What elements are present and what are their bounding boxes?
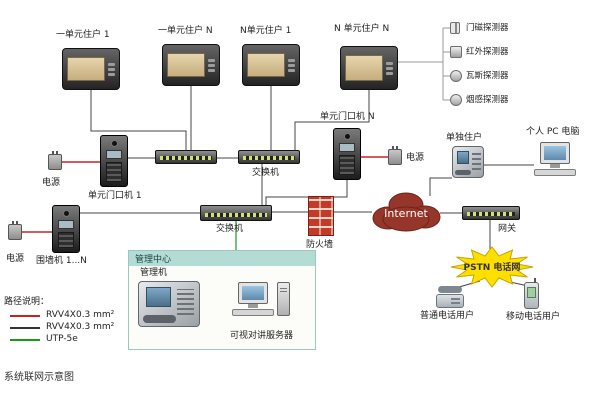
monitor-screen [67,56,105,82]
label-resident-1-n: 一单元住户 N [158,26,213,36]
handset-icon [438,286,462,294]
door-station-keypad [339,155,355,175]
label-phone-user: 普通电话用户 [420,311,475,321]
indoor-monitor-n-n [340,46,398,90]
legend-label-0: RVV4X0.3 mm² [46,310,115,320]
handset-icon [454,169,472,176]
camera-icon [62,210,70,217]
label-power-wall: 电源 [6,254,25,264]
pc-stand-icon [550,164,560,168]
indoor-monitor-1-n [162,44,220,86]
monitor-buttons [208,58,215,72]
door-station-screen [339,143,355,152]
legend-swatch-black [10,327,40,329]
monitor-screen [345,54,383,82]
management-console [138,281,200,327]
mobile-phone-icon [524,278,539,309]
legend-label-1: RVV4X0.3 mm² [46,322,115,332]
intercom-server [232,282,290,328]
indoor-monitor-n-1 [242,44,300,86]
label-sensor-ir: 红外探测器 [466,47,509,57]
pc-monitor-icon [540,142,570,164]
label-power-left: 电源 [42,178,61,188]
power-plug-icon [388,146,402,165]
telephone-body [436,294,464,308]
videophone-screen [456,150,470,165]
label-gateway: 网关 [498,224,517,234]
door-station-screen [58,220,74,229]
internet-label: Internet [384,207,428,220]
pstn-label: PSTN 电话网 [464,261,521,273]
label-switch-b: 交换机 [252,168,280,178]
handset-icon [142,315,176,324]
switch-main [200,205,272,221]
label-single-resident: 单独住户 [446,133,483,143]
smoke-sensor-icon [450,94,462,106]
legend-title: 路径说明： [4,297,50,307]
camera-icon [110,140,118,147]
door-station-keypad [106,162,122,182]
server-keyboard-icon [232,309,274,316]
label-switch-main: 交换机 [216,224,244,234]
switch-b [238,150,300,164]
server-stand-icon [248,304,258,308]
legend-swatch-red [10,315,40,317]
label-personal-pc: 个人 PC 电脑 [526,127,580,137]
label-sensor-door: 门磁探测器 [466,23,509,33]
pstn-burst: PSTN 电话网 [450,246,534,288]
label-wall-station: 围墙机 1...N [36,256,87,266]
console-screen [146,287,172,308]
label-resident-n-n: N 单元住户 N [334,24,390,34]
label-door-station-n: 单元门口机 N [320,112,375,122]
telephone-icon [436,286,464,308]
diagram-title: 系统联网示意图 [4,372,74,383]
label-power-right: 电源 [406,153,425,163]
label-resident-n-1: N单元住户 1 [240,26,292,36]
personal-pc [534,142,584,182]
firewall-icon [308,196,334,236]
door-station-screen [106,150,122,159]
monitor-buttons [386,61,393,75]
infrared-sensor-icon [450,46,462,58]
indoor-monitor-1-1 [62,48,120,90]
power-plug-icon [48,151,62,170]
label-firewall: 防火墙 [306,240,334,250]
legend-swatch-green [10,339,40,341]
label-sensor-smoke: 烟感探测器 [466,95,509,105]
monitor-buttons [108,62,115,76]
internet-cloud: Internet [372,192,441,232]
legend-label-2: UTP-5e [46,334,78,344]
label-intercom-server: 可视对讲服务器 [230,331,294,341]
pc-keyboard-icon [534,169,576,176]
label-mgmt-machine: 管理机 [140,268,168,278]
power-plug-icon [8,221,22,240]
label-door-station-1: 单元门口机 1 [88,191,142,201]
server-monitor-icon [238,282,268,304]
monitor-screen [167,52,205,78]
single-resident-videophone [452,146,484,178]
management-center-header: 管理中心 [129,251,315,266]
label-mobile-user: 移动电话用户 [506,312,561,322]
wall-station [52,205,80,253]
gas-sensor-icon [450,70,462,82]
door-station-n [333,128,361,180]
videophone-keypad [472,151,481,170]
monitor-screen [247,52,285,78]
gateway-device [462,206,520,220]
console-keypad [177,289,195,316]
switch-a [155,150,217,164]
server-tower-icon [277,282,290,316]
label-sensor-gas: 瓦斯探测器 [466,71,509,81]
label-resident-1-1: 一单元住户 1 [56,30,110,40]
monitor-buttons [288,58,295,72]
door-magnet-sensor-icon [450,22,460,34]
door-station-keypad [58,232,74,248]
camera-icon [343,133,351,140]
door-station-1 [100,135,128,187]
